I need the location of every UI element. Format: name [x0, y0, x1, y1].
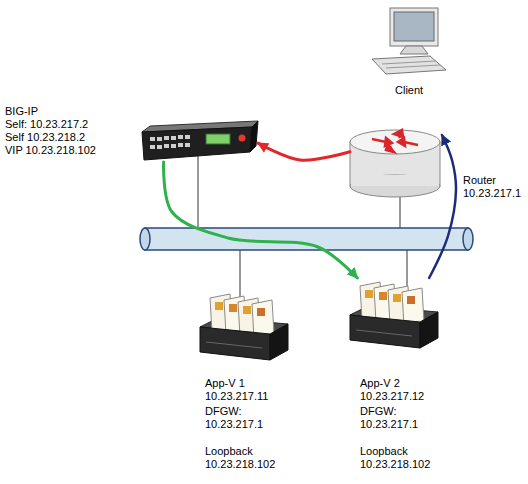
- address-label: 10.23.217.12: [360, 390, 424, 403]
- appliance-ports: [150, 135, 190, 149]
- router-bottom: [350, 175, 440, 197]
- address-label: Self 10.23.218.2: [5, 131, 85, 144]
- address-label: Loopback: [205, 445, 253, 458]
- client-computer: [372, 8, 446, 74]
- monitor-screen: [394, 12, 434, 41]
- monitor-stand: [400, 46, 428, 54]
- network-bus: [140, 228, 473, 250]
- address-label: VIP 10.23.218.102: [5, 144, 96, 157]
- server-node: App-V 110.23.217.11DFGW:10.23.217.1Loopb…: [200, 290, 290, 362]
- address-label: DFGW:: [205, 405, 241, 418]
- address-label: DFGW:: [360, 405, 396, 418]
- address-label: 10.23.217.1: [463, 187, 521, 200]
- server-node: App-V 210.23.217.12DFGW:10.23.217.1Loopb…: [350, 278, 442, 350]
- drop-line: [400, 196, 401, 229]
- node-label: Router: [463, 174, 496, 187]
- appliance-node: BIG-IPSelf: 10.23.217.2Self 10.23.218.2V…: [140, 120, 258, 162]
- appliance-lcd: [206, 134, 230, 144]
- bus-end: [463, 228, 473, 250]
- keyboard: [372, 56, 446, 74]
- traffic-arrow: [164, 162, 358, 278]
- keyboard-keys: [386, 65, 440, 68]
- address-label: 10.23.217.11: [205, 390, 268, 403]
- appliance-side: [250, 121, 258, 152]
- bus-body: [145, 228, 468, 250]
- bus-end: [140, 228, 150, 250]
- router-node: Router10.23.217.1: [350, 128, 442, 198]
- traffic-arrow: [258, 143, 350, 160]
- router-arrows: [372, 130, 418, 152]
- drop-line: [198, 156, 199, 229]
- appliance-logo: [239, 135, 246, 142]
- address-label: 10.23.218.102: [360, 458, 430, 471]
- address-label: Self: 10.23.217.2: [5, 118, 88, 131]
- server-appv2: [350, 282, 438, 348]
- address-label: 10.23.218.102: [205, 458, 275, 471]
- big-ip-appliance: [142, 121, 258, 160]
- router-top: [350, 130, 440, 154]
- server-appv1: [200, 294, 288, 360]
- node-label: App-V 2: [360, 377, 400, 390]
- client-node: Client: [375, 5, 447, 75]
- appliance-front: [142, 127, 252, 160]
- keyboard-keys: [382, 61, 436, 64]
- router-symbol: [350, 130, 440, 197]
- monitor-frame: [390, 8, 438, 46]
- address-label: Loopback: [360, 445, 408, 458]
- node-label: Client: [395, 84, 423, 97]
- address-label: 10.23.217.1: [360, 418, 418, 431]
- address-label: 10.23.217.1: [205, 418, 263, 431]
- traffic-arrow: [429, 135, 456, 278]
- node-label: BIG-IP: [5, 105, 38, 118]
- node-label: App-V 1: [205, 377, 245, 390]
